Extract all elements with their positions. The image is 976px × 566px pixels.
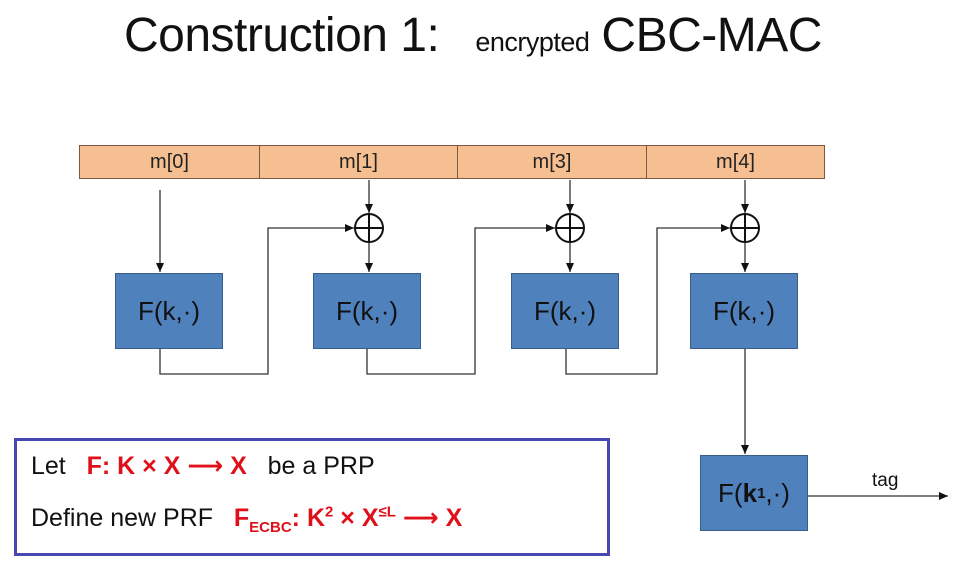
chain-f2-to-xor2 — [366, 224, 555, 375]
message-blocks-bar: m[0] m[1] m[3] m[4] — [79, 145, 825, 179]
prf-block-2: F(k,·) — [313, 273, 421, 349]
message-block-1: m[1] — [260, 146, 458, 178]
title-qualifier: encrypted — [475, 27, 590, 57]
definition-line-2: Define new PRF FECBC: K2 × X≤L ⟶ X — [31, 503, 463, 536]
xor-icon-2 — [555, 213, 585, 243]
xor-icon-3 — [730, 213, 760, 243]
tag-label: tag — [872, 470, 899, 491]
prf-block-1: F(k,·) — [115, 273, 223, 349]
definition-line-1: Let F: K × X ⟶ X be a PRP — [31, 452, 375, 480]
chain-f1-to-xor1 — [159, 224, 354, 375]
ecbc-formula: FECBC: K2 × X≤L ⟶ X — [233, 503, 463, 536]
message-block-2: m[3] — [458, 146, 647, 178]
prp-formula: F: K × X ⟶ X — [86, 452, 247, 480]
prf-block-3: F(k,·) — [511, 273, 619, 349]
title-main: Construction 1: — [124, 9, 440, 62]
slide-title: Construction 1: encrypted CBC-MAC — [124, 8, 822, 63]
xor-icon-1 — [354, 213, 384, 243]
prf-block-4: F(k,·) — [690, 273, 798, 349]
chain-f3-to-xor3 — [565, 224, 730, 375]
message-block-3: m[4] — [716, 150, 755, 173]
title-scheme: CBC-MAC — [601, 9, 822, 62]
final-key: k — [742, 477, 758, 508]
message-block-0: m[0] — [80, 146, 260, 178]
definition-box: Let F: K × X ⟶ X be a PRP Define new PRF… — [14, 438, 610, 556]
